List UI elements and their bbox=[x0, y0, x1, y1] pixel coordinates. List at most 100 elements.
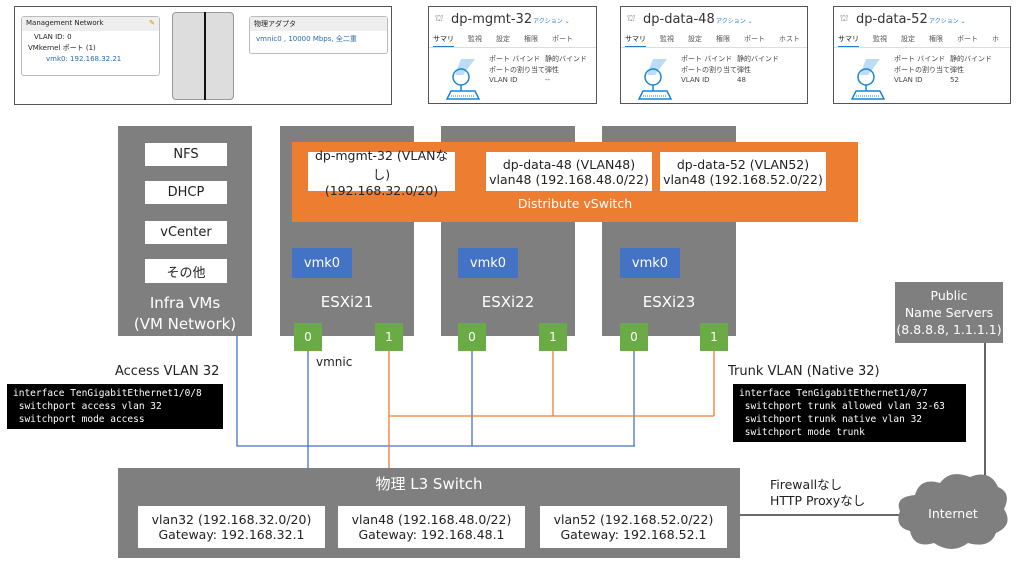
vmk0-esxi22[interactable]: vmk0 bbox=[458, 248, 518, 278]
dns-addresses: (8.8.8.8, 1.1.1.1) bbox=[896, 322, 1002, 337]
actions-menu[interactable]: アクション ⌄ bbox=[929, 18, 966, 25]
tab[interactable]: 監視 bbox=[660, 35, 674, 43]
portgroup-illustration-icon bbox=[637, 59, 673, 100]
tab[interactable]: ホスト bbox=[779, 35, 800, 43]
host-label-esxi23: ESXi23 bbox=[642, 293, 696, 311]
chevron-down-icon: ⌄ bbox=[564, 18, 570, 25]
prop-key: VLAN ID bbox=[681, 76, 710, 84]
tab[interactable]: 設定 bbox=[901, 35, 915, 43]
l3-switch-title: 物理 L3 Switch bbox=[375, 475, 483, 493]
prop-key: ポートの割り当て bbox=[894, 66, 950, 74]
tab[interactable]: ポート bbox=[957, 35, 978, 43]
vlan52-box[interactable]: vlan52 (192.168.52.0/22)Gateway: 192.168… bbox=[540, 506, 727, 548]
prop-key: ポートの割り当て bbox=[681, 66, 737, 74]
vmnic0-esxi21[interactable]: 0 bbox=[294, 323, 322, 351]
prop-key: VLAN ID bbox=[894, 76, 923, 84]
portgroup-icon: ⛫ bbox=[627, 14, 636, 24]
vlan-gateway: Gateway: 192.168.48.1 bbox=[358, 527, 505, 542]
vm-vcenter[interactable]: vCenter bbox=[145, 221, 227, 244]
adapter-title: 物理アダプタ bbox=[250, 17, 387, 31]
tab[interactable]: ホ bbox=[992, 35, 999, 43]
pg-name: dp-data-48 (VLAN48) bbox=[502, 156, 636, 172]
prop-key: ポートの割り当て bbox=[489, 66, 545, 74]
prop-value: 弾性 bbox=[737, 66, 751, 74]
pg-subnet: (192.168.32.0/20) bbox=[324, 183, 439, 198]
vlan-id: VLAN ID: 0 bbox=[34, 33, 72, 41]
portgroup-mgmt-32[interactable]: dp-mgmt-32 (VLANなし)(192.168.32.0/20) bbox=[308, 148, 455, 198]
vmnic0-esxi22[interactable]: 0 bbox=[458, 323, 486, 351]
tab[interactable]: 権限 bbox=[716, 35, 730, 43]
vm-nfs[interactable]: NFS bbox=[145, 143, 227, 166]
portgroup-name: Management Network bbox=[26, 19, 104, 27]
vmnic-link[interactable]: vmnic0 , 10000 Mbps, 全二重 bbox=[256, 35, 357, 43]
tab[interactable]: ポート bbox=[552, 35, 573, 43]
public-name-servers[interactable]: Public Name Servers (8.8.8.8, 1.1.1.1) bbox=[895, 282, 1003, 343]
pg-name: dp-data-52 (VLAN52) bbox=[676, 156, 810, 172]
vm-other[interactable]: その他 bbox=[145, 259, 227, 283]
dns-label: Public bbox=[930, 288, 968, 303]
vmnic0-esxi23[interactable]: 0 bbox=[620, 323, 648, 351]
actions-menu[interactable]: アクション ⌄ bbox=[716, 18, 753, 25]
vlan-subnet: vlan32 (192.168.32.0/20) bbox=[151, 512, 312, 527]
trunk-config-code: interface TenGigabitEthernet1/0/7 switch… bbox=[733, 384, 966, 442]
portgroup-card: ⛫ dp-data-52 アクション ⌄ サマリ監視設定権限ポートホ ポート バ… bbox=[833, 6, 1011, 104]
vm-dhcp[interactable]: DHCP bbox=[145, 181, 227, 204]
vlan-gateway: Gateway: 192.168.52.1 bbox=[560, 527, 707, 542]
portgroup-data-52[interactable]: dp-data-52 (VLAN52)vlan48 (192.168.52.0/… bbox=[660, 152, 826, 191]
portgroup-illustration-icon bbox=[445, 59, 481, 100]
prop-value: 52 bbox=[950, 76, 959, 84]
portgroup-title: dp-data-52 bbox=[856, 12, 928, 27]
vmnic1-esxi22[interactable]: 1 bbox=[539, 323, 567, 351]
host-label-esxi21: ESXi21 bbox=[320, 293, 374, 311]
access-config-code: interface TenGigabitEthernet1/0/8 switch… bbox=[7, 384, 223, 429]
prop-value: 静的バインド bbox=[545, 55, 587, 63]
vmnic-label: vmnic bbox=[316, 355, 353, 369]
vlan48-box[interactable]: vlan48 (192.168.48.0/22)Gateway: 192.168… bbox=[338, 506, 525, 548]
prop-key: ポート バインド bbox=[894, 55, 946, 63]
tab[interactable]: 監視 bbox=[873, 35, 887, 43]
tab[interactable]: 権限 bbox=[929, 35, 943, 43]
dns-label: Name Servers bbox=[904, 305, 994, 320]
tab[interactable]: ポート bbox=[744, 35, 765, 43]
chevron-down-icon: ⌄ bbox=[747, 18, 753, 25]
vswitch-label: Distribute vSwitch bbox=[517, 196, 633, 211]
edit-icon[interactable]: ✎ bbox=[149, 19, 155, 27]
portgroup-icon: ⛫ bbox=[840, 14, 849, 24]
actions-menu[interactable]: アクション ⌄ bbox=[533, 18, 570, 25]
prop-value: 静的バインド bbox=[737, 55, 779, 63]
firewall-note: Firewallなし bbox=[770, 477, 843, 492]
vmk0-esxi21[interactable]: vmk0 bbox=[292, 248, 352, 278]
prop-key: VLAN ID bbox=[489, 76, 518, 84]
trunk-vlan-title: Trunk VLAN (Native 32) bbox=[728, 364, 880, 379]
tab[interactable]: 設定 bbox=[496, 35, 510, 43]
vlan32-box[interactable]: vlan32 (192.168.32.0/20)Gateway: 192.168… bbox=[138, 506, 325, 548]
infra-network-label: (VM Network) bbox=[133, 315, 237, 333]
tab[interactable]: 権限 bbox=[524, 35, 538, 43]
vswitch-topology-screenshot: Management Network✎ VLAN ID: 0 VMkernel … bbox=[14, 6, 392, 105]
host-label-esxi22: ESXi22 bbox=[481, 293, 535, 311]
portgroup-title: dp-mgmt-32 bbox=[451, 12, 533, 27]
pg-subnet: vlan48 (192.168.48.0/22) bbox=[489, 171, 649, 187]
tab[interactable]: 設定 bbox=[688, 35, 702, 43]
portgroup-icon: ⛫ bbox=[435, 14, 444, 24]
internet-label: Internet bbox=[928, 506, 978, 521]
portgroup-illustration-icon bbox=[850, 59, 886, 100]
tab[interactable]: 監視 bbox=[468, 35, 482, 43]
prop-value: 静的バインド bbox=[950, 55, 992, 63]
chevron-down-icon: ⌄ bbox=[960, 18, 966, 25]
vmnic1-esxi23[interactable]: 1 bbox=[700, 323, 728, 351]
prop-value: 弾性 bbox=[950, 66, 964, 74]
vmk-link[interactable]: vmk0: 192.168.32.21 bbox=[46, 55, 122, 63]
adapter-panel[interactable]: 物理アダプタ vmnic0 , 10000 Mbps, 全二重 bbox=[249, 16, 388, 54]
vmk0-esxi23[interactable]: vmk0 bbox=[620, 248, 680, 278]
vlan-gateway: Gateway: 192.168.32.1 bbox=[158, 527, 305, 542]
switch-graphic bbox=[172, 12, 234, 100]
portgroup-card: ⛫ dp-data-48 アクション ⌄ サマリ監視設定権限ポートホスト ポート… bbox=[620, 6, 808, 104]
portgroup-data-48[interactable]: dp-data-48 (VLAN48)vlan48 (192.168.48.0/… bbox=[486, 152, 652, 191]
prop-value: -- bbox=[545, 76, 551, 84]
vmnic1-esxi21[interactable]: 1 bbox=[375, 323, 403, 351]
portgroup-panel[interactable]: Management Network✎ VLAN ID: 0 VMkernel … bbox=[21, 16, 160, 76]
pg-subnet: vlan48 (192.168.52.0/22) bbox=[663, 171, 823, 187]
prop-key: ポート バインド bbox=[489, 55, 541, 63]
